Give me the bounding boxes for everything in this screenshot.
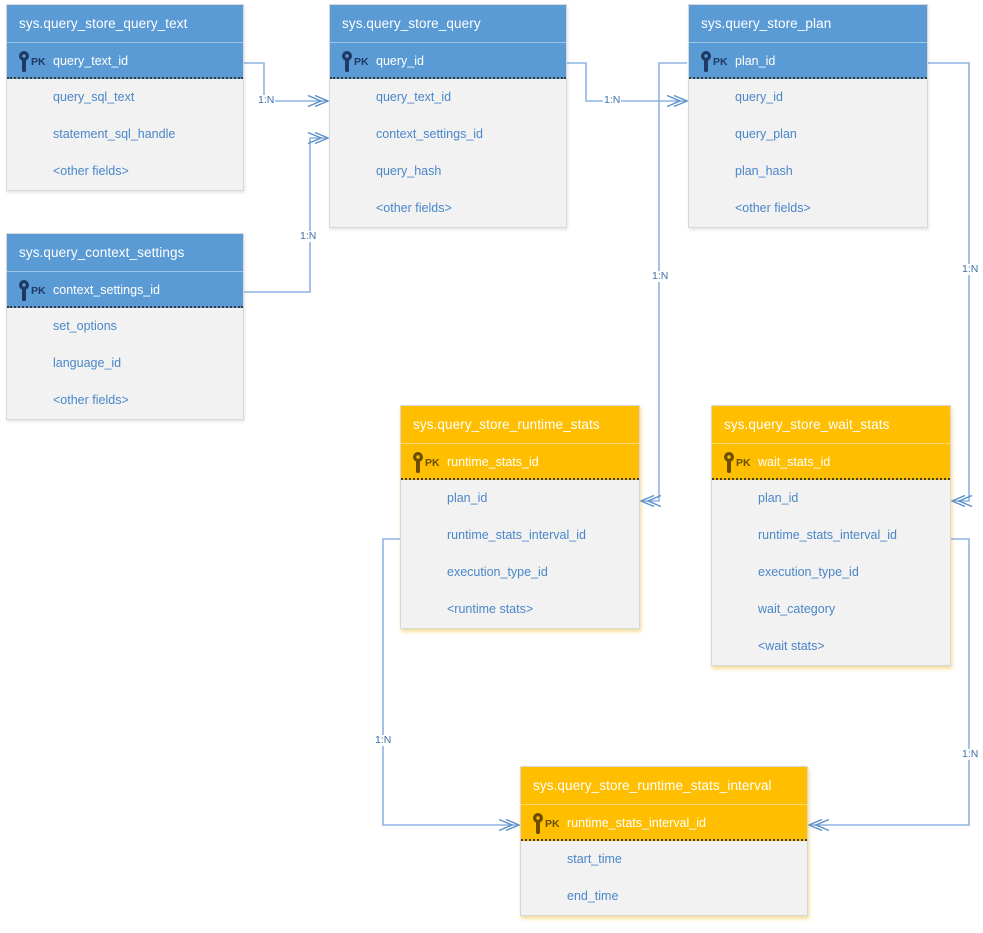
entity-field[interactable]: <wait stats> (758, 639, 825, 653)
cardinality-label: 1:N (651, 270, 670, 282)
entity-pk-row-plan[interactable]: PK plan_id (689, 43, 927, 79)
entity-pk-row-context_settings[interactable]: PK context_settings_id (7, 272, 243, 308)
entity-field[interactable]: set_options (53, 319, 117, 333)
entity-field[interactable]: <other fields> (53, 393, 129, 407)
entity-title-runtime_stats_interval: sys.query_store_runtime_stats_interval (521, 767, 807, 805)
pk-badge: PK (31, 56, 46, 68)
entity-title-query: sys.query_store_query (330, 5, 566, 43)
pk-badge: PK (545, 818, 560, 830)
pk-badge: PK (354, 56, 369, 68)
entity-field[interactable]: execution_type_id (447, 565, 548, 579)
pk-badge: PK (425, 457, 440, 469)
primary-key-icon (533, 813, 543, 834)
primary-key-icon (19, 280, 29, 301)
primary-key-icon (342, 51, 352, 72)
primary-key-icon (724, 452, 734, 473)
entity-pk-row-runtime_stats[interactable]: PK runtime_stats_id (401, 444, 639, 480)
rel-query-to-plan (567, 62, 687, 102)
crowsfoot-marker (498, 818, 514, 832)
cardinality-label: 1:N (257, 94, 276, 106)
entity-field[interactable]: end_time (567, 889, 619, 903)
entity-field[interactable]: statement_sql_handle (53, 127, 176, 141)
primary-key-icon (19, 51, 29, 72)
pk-field-name: runtime_stats_id (447, 455, 539, 469)
crowsfoot-marker (307, 131, 323, 145)
entity-field[interactable]: <other fields> (53, 164, 129, 178)
pk-badge: PK (31, 285, 46, 297)
entity-title-query_text: sys.query_store_query_text (7, 5, 243, 43)
entity-pk-row-query_text[interactable]: PK query_text_id (7, 43, 243, 79)
entity-title-wait_stats: sys.query_store_wait_stats (712, 406, 950, 444)
primary-key-icon (701, 51, 711, 72)
crowsfoot-marker (639, 494, 655, 508)
cardinality-label: 1:N (961, 263, 980, 275)
entity-pk-row-wait_stats[interactable]: PK wait_stats_id (712, 444, 950, 480)
entity-field[interactable]: query_plan (735, 127, 797, 141)
entity-field[interactable]: plan_id (447, 491, 488, 505)
entity-fields-runtime_stats: plan_id runtime_stats_interval_id executio… (401, 480, 639, 628)
entity-fields-context_settings: set_options language_id <other fields> (7, 308, 243, 419)
entity-field[interactable]: query_id (735, 90, 783, 104)
entity-field[interactable]: <other fields> (735, 201, 811, 215)
pk-field-name: runtime_stats_interval_id (567, 816, 706, 830)
entity-pk-row-runtime_stats_interval[interactable]: PK runtime_stats_interval_id (521, 805, 807, 841)
crowsfoot-marker (314, 94, 330, 108)
entity-fields-query: query_text_id context_settings_id query_ha… (330, 79, 566, 227)
crowsfoot-marker (666, 94, 682, 108)
entity-field[interactable]: <other fields> (376, 201, 452, 215)
entity-field[interactable]: plan_hash (735, 164, 793, 178)
entity-field[interactable]: start_time (567, 852, 622, 866)
entity-field[interactable]: language_id (53, 356, 122, 370)
entity-fields-runtime_stats_interval: start_time end_time (521, 841, 807, 915)
pk-field-name: context_settings_id (53, 283, 161, 297)
entity-field[interactable]: <runtime stats> (447, 602, 534, 616)
entity-field[interactable]: wait_category (758, 602, 836, 616)
entity-title-plan: sys.query_store_plan (689, 5, 927, 43)
cardinality-label: 1:N (603, 94, 622, 106)
crowsfoot-marker (646, 494, 662, 508)
crowsfoot-marker (807, 818, 823, 832)
entity-fields-query_text: query_sql_text statement_sql_handle <other… (7, 79, 243, 190)
crowsfoot-marker (814, 818, 830, 832)
entity-field[interactable]: query_text_id (376, 90, 452, 104)
entity-field[interactable]: runtime_stats_interval_id (447, 528, 586, 542)
entity-field[interactable]: runtime_stats_interval_id (758, 528, 897, 542)
crowsfoot-marker (673, 94, 689, 108)
pk-badge: PK (713, 56, 728, 68)
entity-field[interactable]: context_settings_id (376, 127, 484, 141)
crowsfoot-marker (957, 494, 973, 508)
cardinality-label: 1:N (374, 734, 393, 746)
crowsfoot-marker (314, 131, 330, 145)
entity-field[interactable]: query_sql_text (53, 90, 135, 104)
pk-field-name: query_text_id (53, 54, 129, 68)
crowsfoot-marker (505, 818, 521, 832)
entity-fields-wait_stats: plan_id runtime_stats_interval_id executio… (712, 480, 950, 665)
pk-field-name: plan_id (735, 54, 776, 68)
crowsfoot-marker (950, 494, 966, 508)
pk-field-name: query_id (376, 54, 424, 68)
pk-field-name: wait_stats_id (758, 455, 831, 469)
entity-field[interactable]: plan_id (758, 491, 799, 505)
pk-badge: PK (736, 457, 751, 469)
entity-pk-row-query[interactable]: PK query_id (330, 43, 566, 79)
primary-key-icon (413, 452, 423, 473)
entity-field[interactable]: execution_type_id (758, 565, 859, 579)
rel-context-settings-to-query (244, 137, 328, 293)
cardinality-label: 1:N (961, 748, 980, 760)
entity-fields-plan: query_id query_plan plan_hash <other fields… (689, 79, 927, 227)
entity-title-context_settings: sys.query_context_settings (7, 234, 243, 272)
cardinality-label: 1:N (299, 230, 318, 242)
entity-field[interactable]: query_hash (376, 164, 442, 178)
crowsfoot-marker (307, 94, 323, 108)
entity-title-runtime_stats: sys.query_store_runtime_stats (401, 406, 639, 444)
rel-plan-to-runtime-stats (641, 62, 687, 502)
